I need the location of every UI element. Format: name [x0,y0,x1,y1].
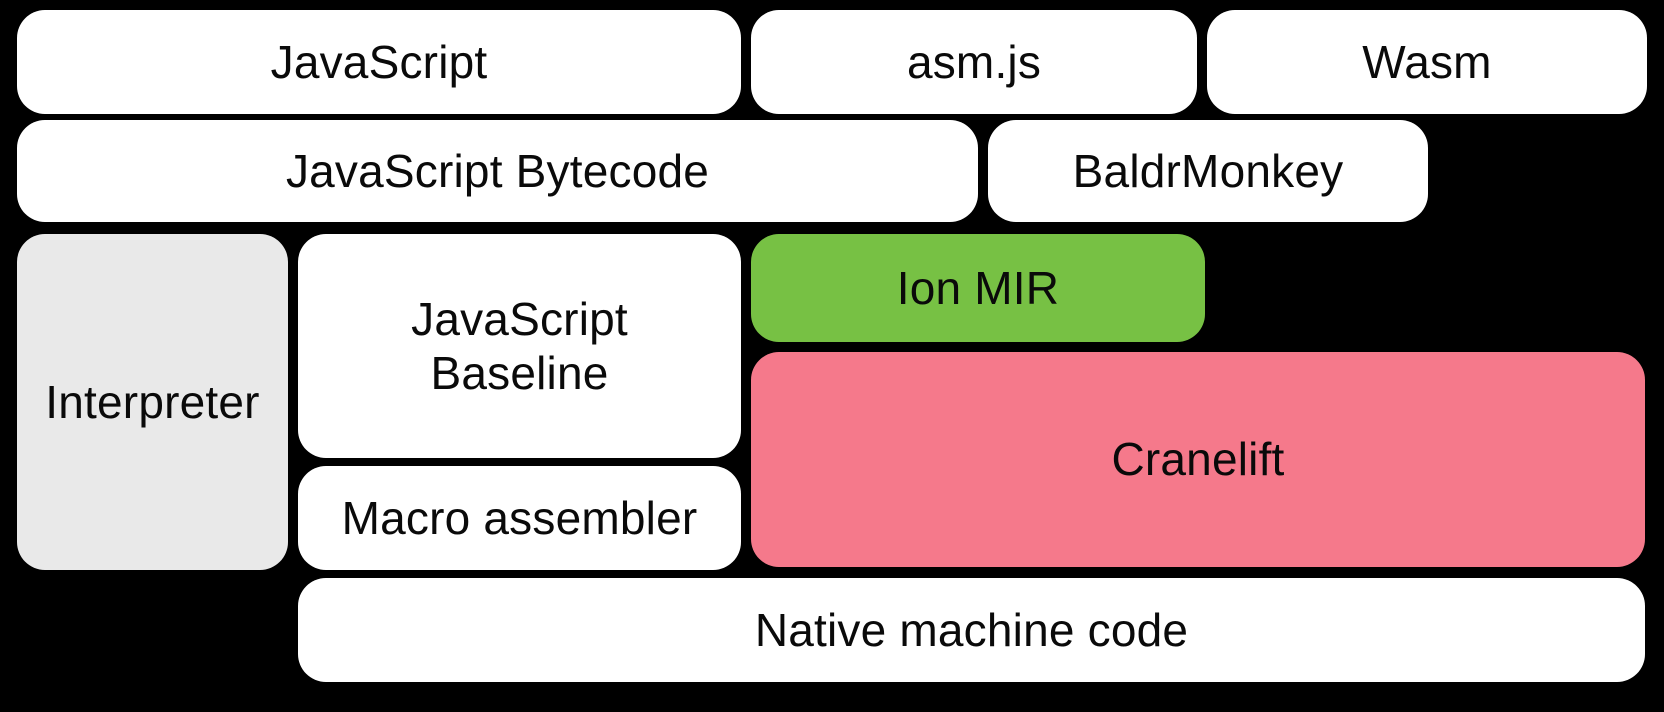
asmjs-node: asm.js [751,10,1197,114]
cranelift-node: Cranelift [751,352,1645,567]
macro-assembler-label: Macro assembler [341,491,698,544]
asmjs-label: asm.js [906,35,1042,88]
javascript-baseline-node: JavaScript Baseline [298,234,741,458]
javascript-node: JavaScript [17,10,741,114]
baldrmonkey-label: BaldrMonkey [1072,144,1344,197]
wasm-label: Wasm [1362,35,1492,88]
javascript-bytecode-label: JavaScript Bytecode [285,144,710,197]
cranelift-label: Cranelift [1111,433,1285,486]
interpreter-label: Interpreter [45,375,260,428]
ion-mir-label: Ion MIR [896,261,1060,314]
javascript-bytecode-node: JavaScript Bytecode [17,120,978,222]
ion-mir-node: Ion MIR [751,234,1205,342]
macro-assembler-node: Macro assembler [298,466,741,570]
wasm-node: Wasm [1207,10,1647,114]
interpreter-node: Interpreter [17,234,288,570]
baldrmonkey-node: BaldrMonkey [988,120,1428,222]
native-machine-code-node: Native machine code [298,578,1645,682]
javascript-baseline-label: JavaScript Baseline [411,292,628,399]
native-machine-code-label: Native machine code [754,603,1189,656]
javascript-label: JavaScript [270,35,488,88]
